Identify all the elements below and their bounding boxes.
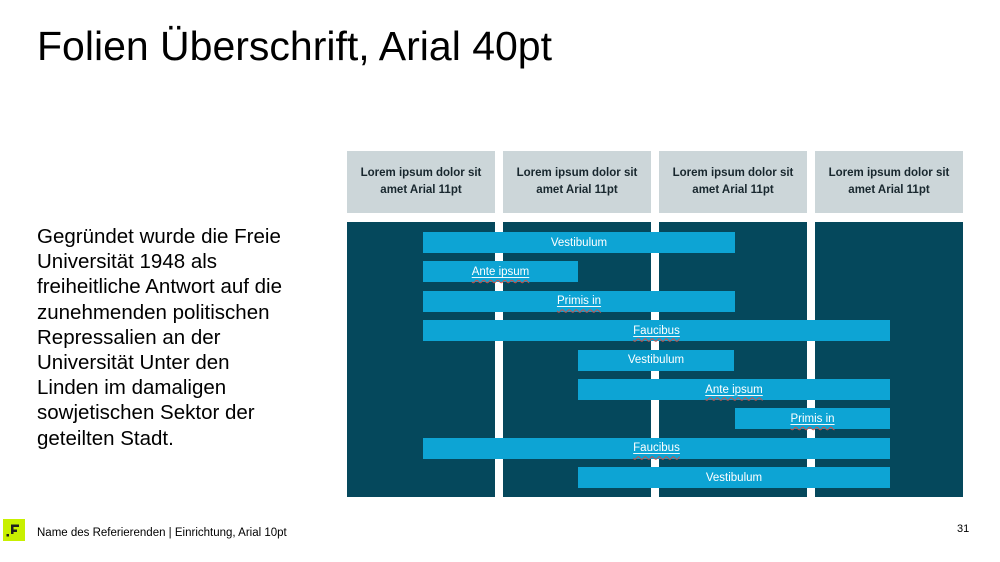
slide-title: Folien Überschrift, Arial 40pt	[37, 23, 553, 69]
gantt-bar-label: Primis in	[556, 295, 602, 308]
gantt-bar-label: Primis in	[790, 412, 835, 425]
gantt-bar: Vestibulum	[578, 349, 734, 371]
gantt-bar: Primis in	[423, 290, 735, 312]
gantt-bar: Ante ipsum	[423, 261, 578, 283]
gantt-bar-label: Vestibulum	[550, 236, 608, 249]
column-header: Lorem ipsum dolor sit amet Arial 11pt	[659, 151, 807, 213]
gantt-bar-label: Ante ipsum	[471, 265, 530, 278]
gantt-bar: Vestibulum	[578, 467, 890, 489]
spellcheck-underline: Ante ipsum	[705, 384, 763, 396]
gantt-bar: Vestibulum	[423, 232, 735, 253]
column-header-label: Lorem ipsum dolor sit amet Arial 11pt	[516, 167, 638, 196]
logo-icon	[3, 519, 25, 541]
gantt-bar: Ante ipsum	[578, 379, 890, 400]
gantt-bar-label: Vestibulum	[705, 471, 763, 484]
spellcheck-underline: Faucibus	[633, 442, 680, 454]
column-header: Lorem ipsum dolor sit amet Arial 11pt	[815, 151, 963, 213]
gantt-bar-label: Ante ipsum	[705, 383, 763, 396]
gantt-bar: Faucibus	[423, 437, 890, 459]
column-header-label: Lorem ipsum dolor sit amet Arial 11pt	[828, 167, 950, 196]
gantt-bar-label: Faucibus	[633, 324, 680, 337]
column-header-label: Lorem ipsum dolor sit amet Arial 11pt	[360, 167, 482, 196]
spellcheck-underline: Faucibus	[633, 325, 680, 337]
gantt-bar: Primis in	[735, 408, 890, 430]
spellcheck-underline: Primis in	[790, 413, 834, 425]
page-number: 31	[957, 523, 970, 535]
body-text: Gegründet wurde die Freie Universität 19…	[37, 225, 282, 450]
column-divider	[807, 222, 815, 497]
column-header: Lorem ipsum dolor sit amet Arial 11pt	[347, 151, 495, 213]
gantt-bar-label: Faucibus	[633, 442, 680, 455]
column-header-label: Lorem ipsum dolor sit amet Arial 11pt	[672, 167, 794, 196]
gantt-bar-label: Vestibulum	[627, 354, 685, 367]
footer-text: Name des Referierenden | Einrichtung, Ar…	[37, 527, 287, 539]
column-divider	[495, 222, 503, 497]
gantt-bar: Faucibus	[423, 320, 890, 342]
spellcheck-underline: Primis in	[557, 295, 601, 307]
spellcheck-underline: Ante ipsum	[472, 266, 530, 278]
column-header: Lorem ipsum dolor sit amet Arial 11pt	[503, 151, 651, 213]
gantt-column-headers: Lorem ipsum dolor sit amet Arial 11pt Lor…	[347, 151, 963, 213]
